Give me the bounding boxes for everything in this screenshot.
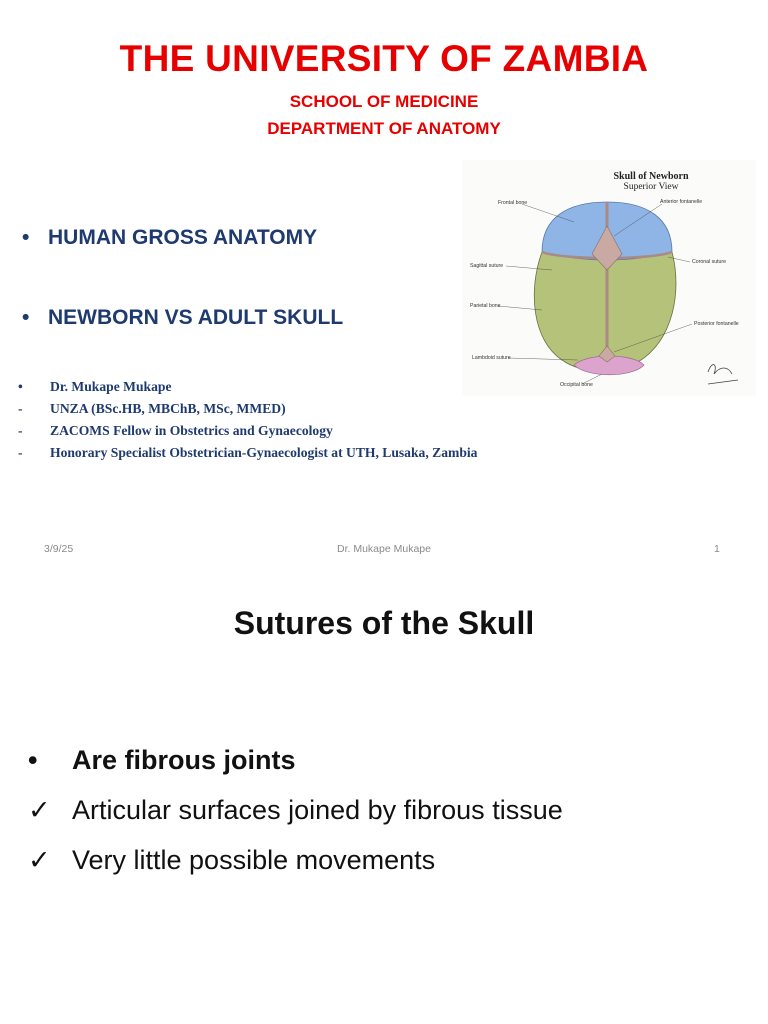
bullet-mark: •	[22, 226, 30, 249]
list-item: • Are fibrous joints	[28, 745, 296, 776]
figure-subtitle: Superior View	[623, 182, 679, 192]
department-subtitle: DEPARTMENT OF ANATOMY	[267, 119, 501, 138]
slide-1: THE UNIVERSITY OF ZAMBIA SCHOOL OF MEDIC…	[18, 38, 756, 555]
list-item: -ZACOMS Fellow in Obstetrics and Gynaeco…	[18, 423, 333, 438]
topic-bullet-1: • HUMAN GROSS ANATOMY	[22, 226, 317, 250]
figure-title: Skull of Newborn	[613, 171, 689, 182]
university-title: THE UNIVERSITY OF ZAMBIA	[119, 38, 649, 79]
item-text: Articular surfaces joined by fibrous tis…	[72, 795, 563, 825]
newborn-skull-figure: Skull of Newborn Superior View Frontal b…	[462, 160, 756, 396]
topic-bullet-2: • NEWBORN VS ADULT SKULL	[22, 306, 343, 330]
label-occipital-bone: Occipital bone	[560, 382, 593, 388]
check-icon: ✓	[28, 845, 51, 875]
item-text: Very little possible movements	[72, 845, 436, 875]
list-item: -Honorary Specialist Obstetrician-Gynaec…	[18, 445, 478, 460]
list-item: ✓ Very little possible movements	[28, 845, 435, 876]
label-frontal-bone: Frontal bone	[498, 200, 528, 206]
item-text: Are fibrous joints	[72, 745, 296, 775]
label-lambdoid-suture: Lambdoid suture	[472, 355, 511, 361]
footer-date: 3/9/25	[44, 543, 74, 555]
school-subtitle: SCHOOL OF MEDICINE	[289, 92, 479, 111]
bullet-mark: •	[22, 306, 30, 329]
label-sagittal-suture: Sagittal suture	[470, 263, 504, 269]
slide-2: Sutures of the Skull • Are fibrous joints…	[0, 575, 768, 1024]
bullet-mark: •	[28, 745, 38, 775]
slide-title: Sutures of the Skull	[233, 605, 535, 641]
author-credentials: •Dr. Mukape Mukape -UNZA (BSc.HB, MBChB,…	[18, 376, 477, 464]
list-item: ✓ Articular surfaces joined by fibrous ti…	[28, 795, 563, 826]
label-anterior-fontanelle: Anterior fontanelle	[660, 199, 703, 205]
label-posterior-fontanelle: Posterior fontanelle	[694, 321, 739, 327]
topic-text: HUMAN GROSS ANATOMY	[48, 226, 318, 249]
topic-text: NEWBORN VS ADULT SKULL	[48, 306, 344, 329]
skull-illustration	[497, 201, 739, 385]
list-item: -UNZA (BSc.HB, MBChB, MSc, MMED)	[18, 401, 286, 416]
footer-author: Dr. Mukape Mukape	[337, 543, 431, 555]
label-parietal-bone: Parietal bone	[470, 303, 501, 309]
check-icon: ✓	[28, 795, 51, 825]
label-coronal-suture: Coronal suture	[692, 259, 727, 265]
footer-page-number: 1	[714, 543, 720, 555]
list-item: •Dr. Mukape Mukape	[18, 379, 172, 394]
